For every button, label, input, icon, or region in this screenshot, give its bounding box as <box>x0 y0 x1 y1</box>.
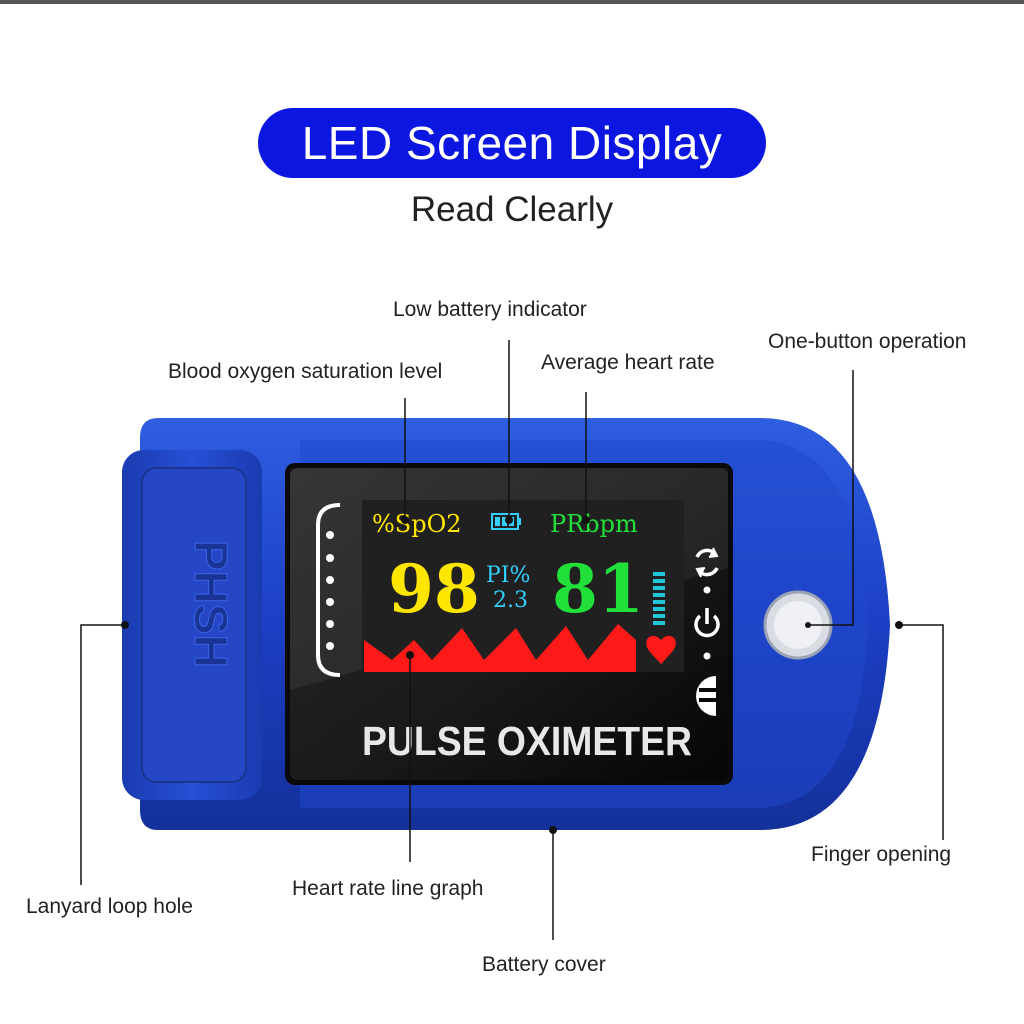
sensor-icon <box>696 676 716 716</box>
leader-dots <box>121 516 903 834</box>
callout-hr-graph: Heart rate line graph <box>292 877 484 900</box>
leader-lines <box>80 340 944 940</box>
product-name: PULSE OXIMETER <box>362 718 692 764</box>
top-rule <box>0 0 1024 4</box>
clip-brand: PHSH <box>185 540 237 668</box>
pr-value: 81 <box>552 550 644 628</box>
callout-finger-opening: Finger opening <box>811 843 952 866</box>
callout-spo2-level: Blood oxygen saturation level <box>168 360 443 383</box>
spo2-label: %SpO2 <box>372 510 462 538</box>
power-icon <box>694 608 720 638</box>
power-button-inner <box>774 601 822 649</box>
callout-avg-heart-rate: Average heart rate <box>541 351 715 374</box>
callout-one-button: One-button operation <box>768 330 967 353</box>
level-bracket <box>316 503 341 677</box>
callout-lanyard: Lanyard loop hole <box>26 895 193 918</box>
callout-low-battery: Low battery indicator <box>393 298 587 321</box>
heart-icon <box>646 635 676 664</box>
callout-battery-cover: Battery cover <box>482 953 606 976</box>
page-title: LED Screen Display <box>258 108 766 178</box>
level-dots <box>326 531 334 650</box>
rotate-icon <box>695 547 719 578</box>
pr-label: PRbpm <box>550 510 638 538</box>
pi-value: 2.3 <box>493 588 528 613</box>
indicator-dot <box>703 586 711 594</box>
pi-label: PI% <box>486 563 530 588</box>
spo2-value: 98 <box>388 550 480 628</box>
signal-bar-icon <box>653 572 665 625</box>
indicator-dot-2 <box>703 652 711 660</box>
clip-inner <box>141 467 247 783</box>
heart-rate-waveform <box>364 624 636 672</box>
page-subtitle: Read Clearly <box>410 190 614 229</box>
